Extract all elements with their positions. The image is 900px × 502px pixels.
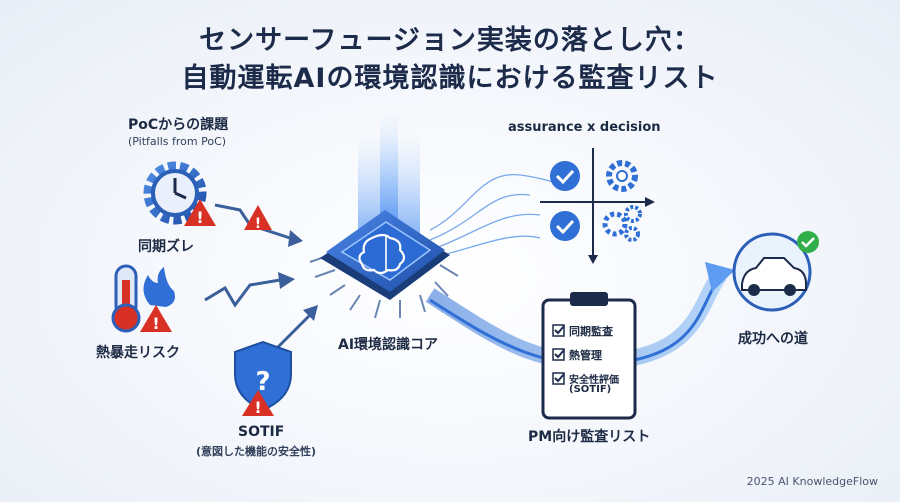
issue-arrows bbox=[204, 203, 318, 352]
checklist-item-safety: 安全性評価 bbox=[569, 375, 619, 386]
checklist-item-sotif: (SOTIF) bbox=[569, 384, 612, 395]
clipboard-icon bbox=[541, 292, 637, 420]
svg-text:!: ! bbox=[255, 216, 261, 232]
clock-gear-icon: ! bbox=[143, 161, 216, 227]
car-check-icon bbox=[732, 231, 819, 312]
title-line-1: センサーフュージョン実装の落とし穴： bbox=[199, 25, 701, 56]
thermometer-flame-icon: ! bbox=[111, 264, 175, 333]
quadrant-label: assurance x decision bbox=[508, 120, 661, 135]
assurance-decision-quadrant bbox=[540, 148, 655, 264]
checklist-item-thermal: 熱管理 bbox=[569, 349, 602, 362]
poc-subheading: (Pitfalls from PoC) bbox=[128, 135, 227, 148]
issue-sync-label: 同期ズレ bbox=[138, 239, 194, 255]
footer-credit: 2025 AI KnowledgeFlow bbox=[746, 475, 878, 488]
core-label: AI環境認識コア bbox=[338, 337, 439, 353]
svg-text:?: ? bbox=[255, 367, 270, 397]
issue-sotif-label: SOTIF bbox=[238, 424, 285, 440]
warning-icon: ! bbox=[244, 205, 272, 232]
svg-text:!: ! bbox=[254, 398, 261, 417]
issue-thermal-label: 熱暴走リスク bbox=[96, 345, 180, 361]
svg-text:!: ! bbox=[152, 314, 159, 333]
success-label: 成功への道 bbox=[738, 331, 808, 347]
data-flow-lines bbox=[429, 174, 561, 259]
issue-sotif-sub: (意図した機能の安全性) bbox=[196, 445, 317, 458]
checklist-label: PM向け監査リスト bbox=[528, 429, 651, 445]
checklist-item-sync: 同期監査 bbox=[569, 325, 613, 338]
title-line-2: 自動運転AIの環境認識における監査リスト bbox=[181, 63, 719, 94]
poc-heading: PoCからの課題 bbox=[128, 117, 229, 133]
svg-text:!: ! bbox=[196, 208, 203, 227]
shield-question-icon: ? ! bbox=[234, 340, 292, 417]
brain-chip-icon bbox=[309, 210, 459, 319]
